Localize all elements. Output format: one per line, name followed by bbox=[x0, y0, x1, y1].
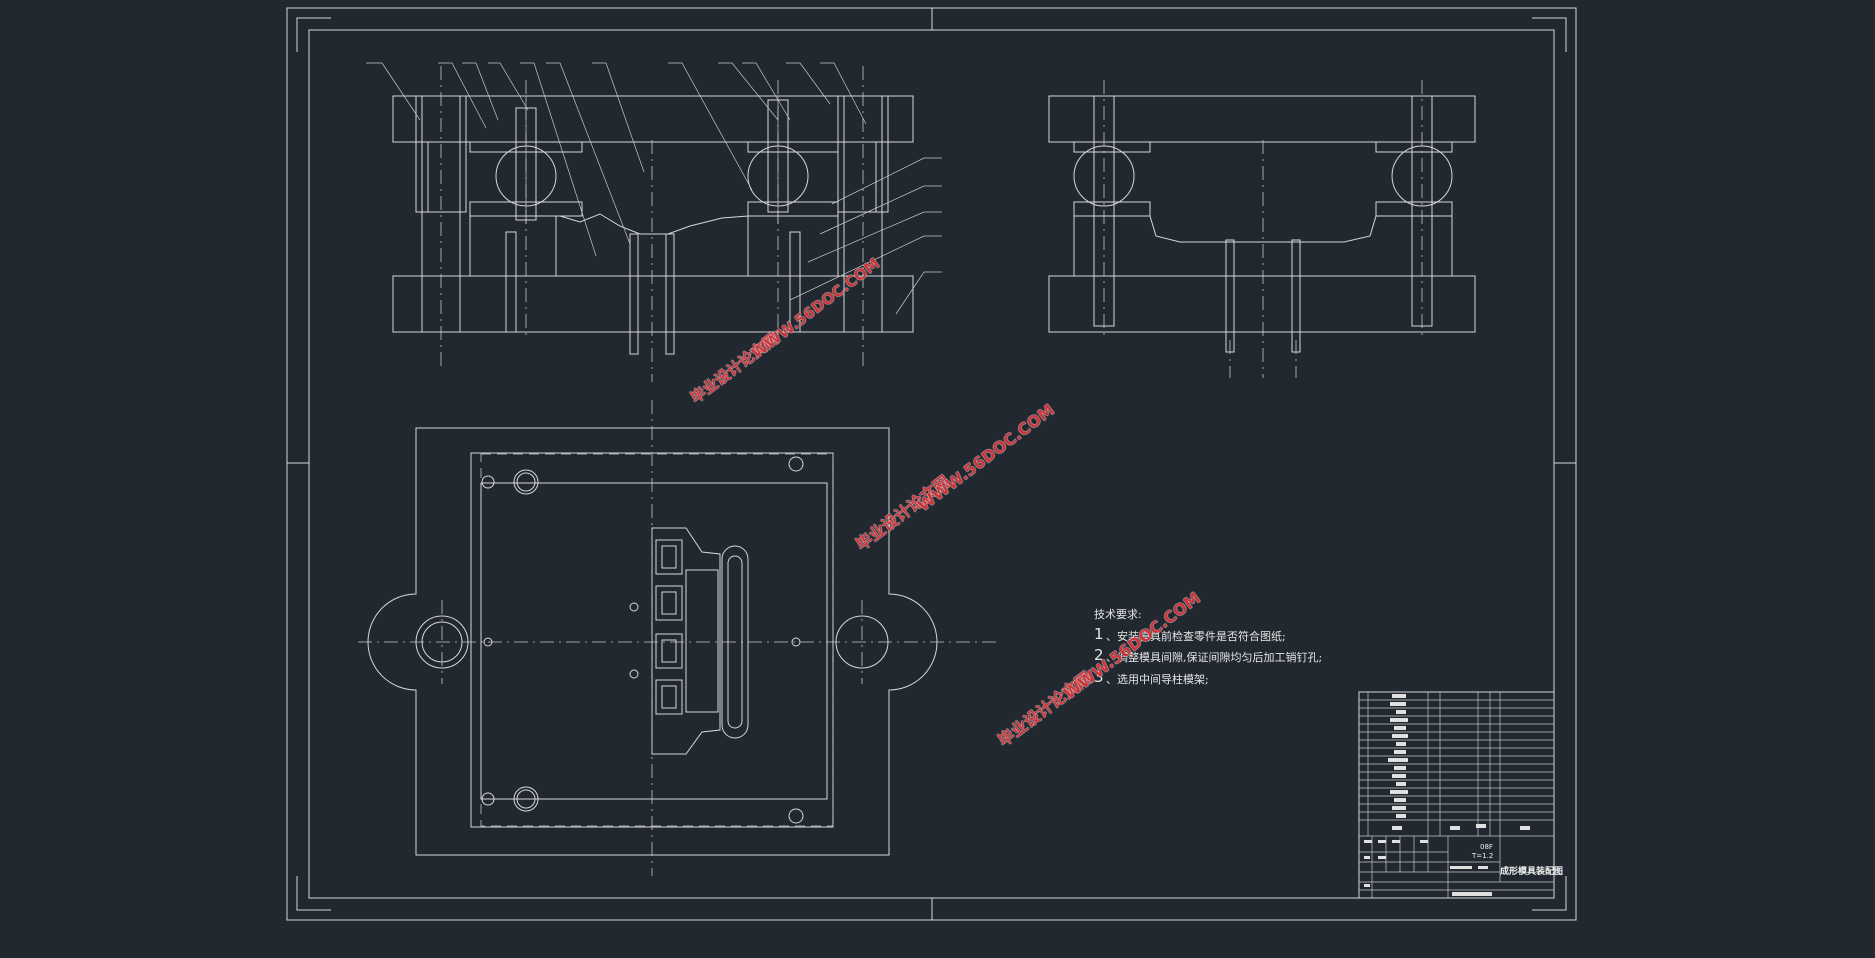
drawing-title: 成形模具装配图 bbox=[1500, 867, 1564, 877]
tech-req-2-text: 、调整模具间隙,保证间隙均匀后加工销钉孔; bbox=[1106, 651, 1323, 664]
sheet-frame bbox=[286, 7, 1577, 921]
tech-req-1-num: 1 bbox=[1094, 625, 1104, 643]
tech-req-heading: 技术要求: bbox=[1094, 608, 1142, 621]
plan-view bbox=[358, 400, 1000, 876]
tech-req-3-text: 、选用中间导柱模架; bbox=[1106, 673, 1209, 686]
front-section-view bbox=[366, 62, 942, 382]
side-section-view bbox=[1048, 80, 1476, 378]
thickness-label: T=1.2 bbox=[1472, 852, 1494, 860]
tech-req-1-text: 、安装模具前检查零件是否符合图纸; bbox=[1106, 630, 1286, 643]
tech-req-2-num: 2 bbox=[1094, 646, 1104, 664]
title-block bbox=[1358, 691, 1555, 899]
tech-req-3-num: 3 bbox=[1094, 668, 1104, 686]
material-label: 08F bbox=[1480, 843, 1493, 851]
